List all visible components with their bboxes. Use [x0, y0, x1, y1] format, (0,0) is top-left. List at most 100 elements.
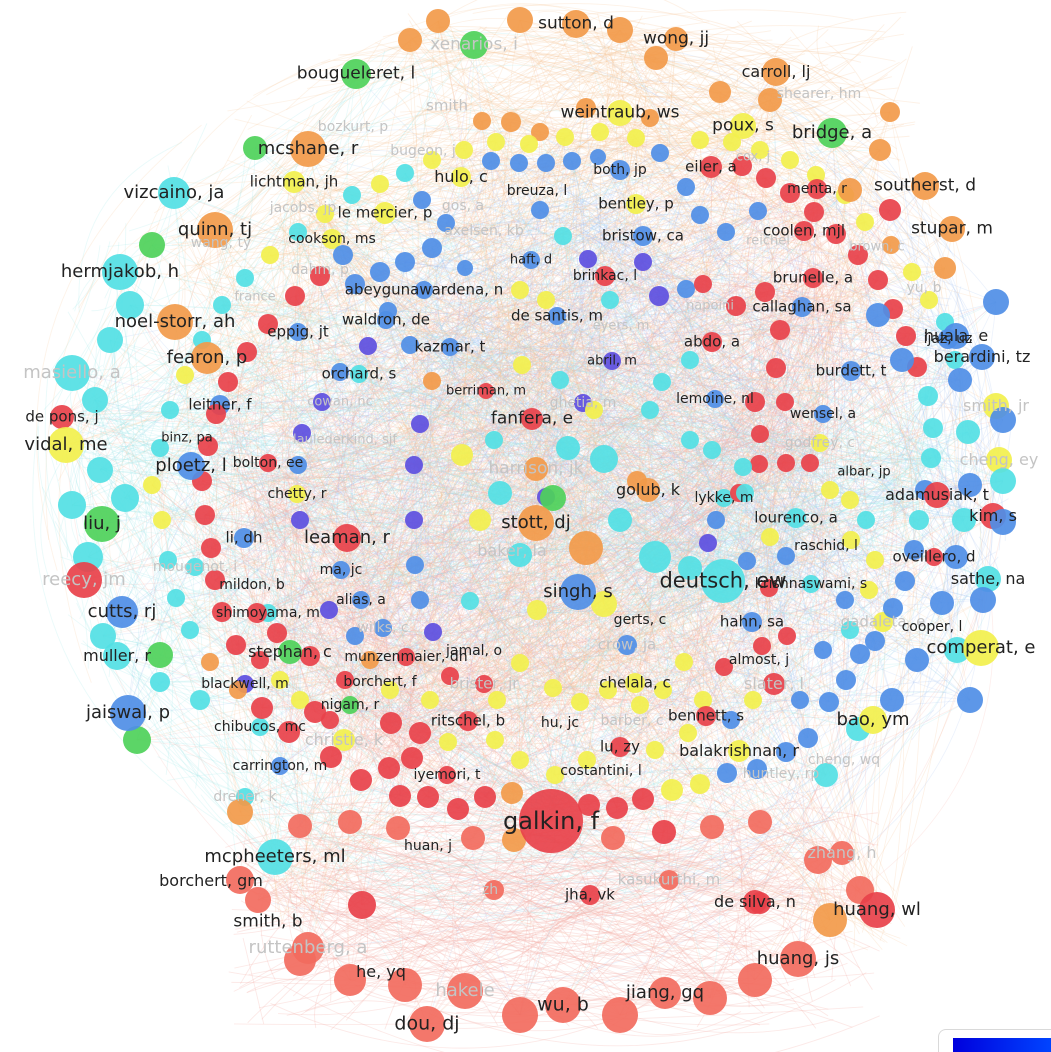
- author-node[interactable]: [293, 424, 311, 442]
- author-node[interactable]: [441, 338, 459, 356]
- author-node[interactable]: [633, 226, 653, 246]
- author-node[interactable]: [161, 401, 179, 419]
- author-node[interactable]: [691, 131, 709, 149]
- author-node[interactable]: [537, 154, 555, 172]
- author-node[interactable]: [116, 291, 144, 319]
- author-node[interactable]: [304, 701, 326, 723]
- author-node[interactable]: [601, 826, 625, 850]
- author-node[interactable]: [370, 262, 390, 282]
- author-node[interactable]: [291, 511, 309, 529]
- author-node[interactable]: [701, 559, 745, 603]
- author-node[interactable]: [956, 420, 980, 444]
- author-node[interactable]: [801, 454, 819, 472]
- author-node[interactable]: [401, 747, 423, 769]
- author-node[interactable]: [880, 688, 904, 712]
- author-node[interactable]: [556, 128, 574, 146]
- author-node[interactable]: [639, 541, 671, 573]
- author-node[interactable]: [411, 415, 429, 433]
- author-node[interactable]: [791, 691, 809, 709]
- author-node[interactable]: [537, 291, 555, 309]
- author-node[interactable]: [776, 742, 796, 762]
- author-node[interactable]: [595, 266, 615, 286]
- author-node[interactable]: [646, 741, 664, 759]
- author-node[interactable]: [792, 297, 812, 317]
- author-node[interactable]: [696, 706, 716, 726]
- author-node[interactable]: [866, 303, 890, 327]
- author-node[interactable]: [545, 987, 581, 1023]
- author-node[interactable]: [421, 691, 439, 709]
- author-node[interactable]: [501, 782, 523, 804]
- author-node[interactable]: [690, 774, 710, 794]
- author-node[interactable]: [838, 178, 862, 202]
- author-node[interactable]: [921, 448, 941, 468]
- author-node[interactable]: [502, 997, 538, 1033]
- author-node[interactable]: [742, 612, 762, 632]
- author-node[interactable]: [607, 100, 633, 126]
- author-node[interactable]: [601, 291, 619, 309]
- author-node[interactable]: [58, 491, 86, 519]
- author-node[interactable]: [681, 351, 699, 369]
- author-node[interactable]: [709, 81, 731, 103]
- author-node[interactable]: [191, 342, 223, 374]
- author-node[interactable]: [332, 561, 350, 579]
- author-node[interactable]: [341, 696, 359, 714]
- author-node[interactable]: [278, 640, 302, 664]
- author-node[interactable]: [890, 348, 914, 372]
- author-node[interactable]: [389, 785, 411, 807]
- author-node[interactable]: [918, 386, 938, 406]
- author-node[interactable]: [990, 509, 1016, 535]
- author-node[interactable]: [151, 439, 169, 457]
- author-node[interactable]: [352, 591, 370, 609]
- author-node[interactable]: [447, 798, 469, 820]
- author-node[interactable]: [283, 171, 305, 193]
- author-node[interactable]: [554, 227, 572, 245]
- author-node[interactable]: [607, 17, 633, 43]
- author-node[interactable]: [247, 603, 267, 623]
- author-node[interactable]: [190, 690, 210, 710]
- author-node[interactable]: [415, 281, 433, 299]
- author-node[interactable]: [930, 591, 954, 615]
- author-node[interactable]: [458, 711, 478, 731]
- author-node[interactable]: [924, 482, 950, 508]
- author-node[interactable]: [508, 543, 532, 567]
- author-node[interactable]: [970, 587, 996, 613]
- author-node[interactable]: [560, 574, 596, 610]
- author-node[interactable]: [677, 280, 695, 298]
- author-node[interactable]: [817, 118, 847, 148]
- author-node[interactable]: [378, 757, 400, 779]
- author-node[interactable]: [644, 46, 668, 70]
- author-node[interactable]: [610, 737, 630, 757]
- author-node[interactable]: [338, 810, 362, 834]
- author-node[interactable]: [334, 964, 366, 996]
- author-node[interactable]: [905, 648, 929, 672]
- author-node[interactable]: [651, 144, 669, 162]
- author-node[interactable]: [103, 642, 131, 670]
- author-node[interactable]: [730, 113, 756, 139]
- author-node[interactable]: [866, 551, 884, 569]
- author-node[interactable]: [520, 135, 538, 153]
- author-node[interactable]: [760, 579, 778, 597]
- author-node[interactable]: [226, 866, 254, 894]
- author-node[interactable]: [386, 816, 410, 840]
- author-node[interactable]: [580, 885, 600, 905]
- author-node[interactable]: [395, 252, 415, 272]
- author-node[interactable]: [527, 600, 547, 620]
- author-node[interactable]: [289, 456, 307, 474]
- author-node[interactable]: [331, 363, 349, 381]
- author-node[interactable]: [631, 696, 649, 714]
- author-node[interactable]: [406, 556, 424, 574]
- author-node[interactable]: [762, 58, 790, 86]
- author-node[interactable]: [388, 968, 422, 1002]
- author-node[interactable]: [750, 455, 768, 473]
- author-node[interactable]: [939, 216, 965, 242]
- author-node[interactable]: [958, 473, 982, 497]
- author-node[interactable]: [102, 254, 138, 290]
- author-node[interactable]: [271, 757, 289, 775]
- author-node[interactable]: [717, 763, 737, 783]
- author-node[interactable]: [836, 670, 856, 690]
- author-node[interactable]: [336, 671, 354, 689]
- author-node[interactable]: [703, 441, 721, 459]
- author-node[interactable]: [780, 183, 800, 203]
- author-node[interactable]: [699, 534, 717, 552]
- author-node[interactable]: [904, 540, 924, 560]
